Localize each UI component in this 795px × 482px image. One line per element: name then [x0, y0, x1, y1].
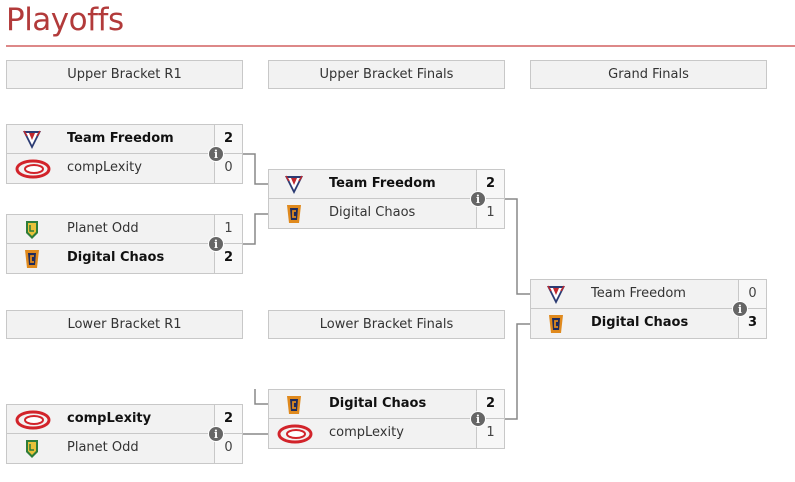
team-row[interactable]: Digital Chaos 1 [268, 199, 505, 229]
team-name: Team Freedom [67, 131, 174, 146]
complexity-logo [15, 410, 51, 430]
round-header-lower-r1: Lower Bracket R1 [6, 310, 243, 339]
round-header-upper-finals: Upper Bracket Finals [268, 60, 505, 89]
team-row[interactable]: Digital Chaos 2 [268, 389, 505, 419]
team-name: Team Freedom [329, 176, 436, 191]
team-freedom-logo [21, 130, 43, 150]
team-freedom-logo [545, 285, 567, 305]
match-info-icon[interactable]: i [208, 426, 224, 442]
team-row[interactable]: Team Freedom 2 [268, 169, 505, 199]
team-name: Planet Odd [67, 221, 139, 236]
match-info-icon[interactable]: i [208, 236, 224, 252]
team-name: Digital Chaos [591, 315, 689, 330]
team-name: compLexity [67, 160, 142, 175]
digital-chaos-logo [283, 204, 305, 224]
planet-odd-logo [21, 220, 43, 240]
team-score: 2 [214, 244, 242, 273]
round-header-lower-finals: Lower Bracket Finals [268, 310, 505, 339]
team-row[interactable]: Team Freedom 0 [530, 279, 767, 309]
team-row[interactable]: Team Freedom 2 [6, 124, 243, 154]
team-row[interactable]: compLexity 1 [268, 419, 505, 449]
match-lb-finals: Digital Chaos 2 compLexity 1 i [268, 389, 505, 449]
page-title: Playoffs [6, 2, 124, 38]
team-row[interactable]: compLexity 2 [6, 404, 243, 434]
digital-chaos-logo [283, 395, 305, 415]
team-freedom-logo [283, 175, 305, 195]
match-ub-r1-1: Team Freedom 2 compLexity 0 i [6, 124, 243, 184]
team-name: Digital Chaos [67, 250, 165, 265]
team-name: compLexity [67, 411, 152, 426]
match-grand-finals: Team Freedom 0 Digital Chaos 3 i [530, 279, 767, 339]
team-row[interactable]: compLexity 0 [6, 154, 243, 184]
digital-chaos-logo [545, 314, 567, 334]
team-row[interactable]: Planet Odd 1 [6, 214, 243, 244]
match-info-icon[interactable]: i [208, 146, 224, 162]
match-lb-r1: compLexity 2 Planet Odd 0 i [6, 404, 243, 464]
complexity-logo [277, 424, 313, 444]
team-name: Team Freedom [591, 286, 686, 301]
planet-odd-logo [21, 439, 43, 459]
team-row[interactable]: Digital Chaos 3 [530, 309, 767, 339]
match-ub-finals: Team Freedom 2 Digital Chaos 1 i [268, 169, 505, 229]
connector-lb-drop-in [254, 389, 268, 405]
connector-ub-r1-m1 [243, 153, 268, 185]
team-row[interactable]: Digital Chaos 2 [6, 244, 243, 274]
match-info-icon[interactable]: i [470, 191, 486, 207]
match-info-icon[interactable]: i [470, 411, 486, 427]
team-name: Planet Odd [67, 440, 139, 455]
match-ub-r1-2: Planet Odd 1 Digital Chaos 2 i [6, 214, 243, 274]
connector-lb-finals [505, 323, 530, 420]
round-header-grand-finals: Grand Finals [530, 60, 767, 89]
digital-chaos-logo [21, 249, 43, 269]
connector-ub-finals [505, 198, 530, 295]
team-score: 1 [476, 199, 504, 228]
round-header-upper-r1: Upper Bracket R1 [6, 60, 243, 89]
team-name: Digital Chaos [329, 396, 427, 411]
match-info-icon[interactable]: i [732, 301, 748, 317]
complexity-logo [15, 159, 51, 179]
title-divider [6, 45, 795, 47]
team-name: compLexity [329, 425, 404, 440]
connector-ub-r1-m2 [243, 213, 268, 245]
team-row[interactable]: Planet Odd 0 [6, 434, 243, 464]
team-name: Digital Chaos [329, 205, 416, 220]
